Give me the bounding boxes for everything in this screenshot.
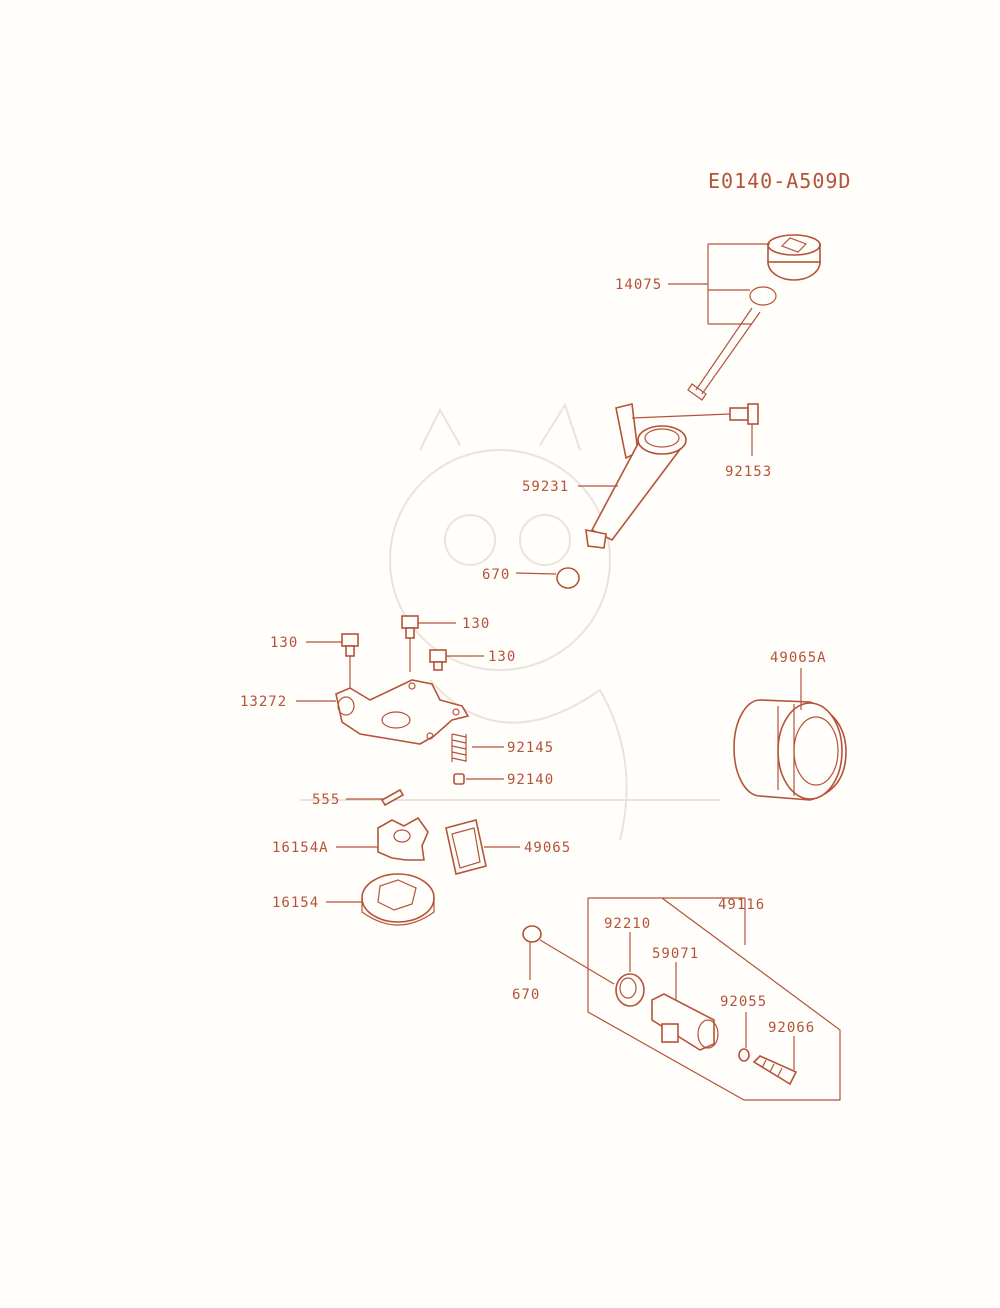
part-o-ring-upper[interactable] bbox=[556, 567, 580, 589]
part-bolt-130-right[interactable] bbox=[429, 649, 447, 671]
label-16154: 16154 bbox=[272, 895, 319, 911]
diagram-code: E0140-A509D bbox=[708, 169, 851, 193]
part-bolt-130-top[interactable] bbox=[401, 615, 419, 639]
label-670-lower: 670 bbox=[512, 987, 540, 1003]
part-spring[interactable] bbox=[451, 733, 467, 762]
label-14075: 14075 bbox=[615, 277, 662, 293]
part-dipstick[interactable] bbox=[687, 234, 821, 401]
label-92145: 92145 bbox=[507, 740, 554, 756]
label-670-upper: 670 bbox=[482, 567, 510, 583]
part-o-ring-lower[interactable] bbox=[522, 925, 542, 943]
part-pin[interactable] bbox=[380, 788, 405, 807]
leader-49116 bbox=[587, 897, 841, 1101]
label-92140: 92140 bbox=[507, 772, 554, 788]
watermark-dragon bbox=[300, 402, 720, 841]
label-92153: 92153 bbox=[725, 464, 772, 480]
label-555: 555 bbox=[312, 792, 340, 808]
part-bolt-130-left[interactable] bbox=[341, 633, 359, 657]
label-59231: 59231 bbox=[522, 479, 569, 495]
label-13272: 13272 bbox=[240, 694, 287, 710]
part-oil-screen[interactable] bbox=[445, 819, 487, 875]
label-49065A: 49065A bbox=[770, 650, 827, 666]
leader-670-lower bbox=[529, 939, 615, 985]
leader-670-upper bbox=[515, 572, 557, 575]
label-92210: 92210 bbox=[604, 916, 651, 932]
label-49065: 49065 bbox=[524, 840, 571, 856]
part-nut[interactable] bbox=[615, 973, 645, 1007]
label-59071: 59071 bbox=[652, 946, 699, 962]
label-49116: 49116 bbox=[718, 897, 765, 913]
part-small-o-ring[interactable] bbox=[738, 1048, 750, 1062]
label-92066: 92066 bbox=[768, 1020, 815, 1036]
label-16154A: 16154A bbox=[272, 840, 329, 856]
part-oil-filter[interactable] bbox=[733, 699, 847, 801]
part-drain-plug[interactable] bbox=[752, 1055, 798, 1086]
leader-92153 bbox=[631, 413, 753, 456]
label-130-right: 130 bbox=[488, 649, 516, 665]
part-fitting[interactable] bbox=[651, 993, 719, 1051]
leader-130-top bbox=[409, 622, 456, 672]
label-130-top: 130 bbox=[462, 616, 490, 632]
part-oil-filler-tube[interactable] bbox=[585, 403, 687, 549]
part-pump-cover-plate[interactable] bbox=[335, 679, 470, 745]
label-92055: 92055 bbox=[720, 994, 767, 1010]
label-130-left: 130 bbox=[270, 635, 298, 651]
part-inner-rotor[interactable] bbox=[377, 816, 429, 861]
part-bolt-92153[interactable] bbox=[729, 403, 759, 425]
part-check-ball[interactable] bbox=[453, 773, 465, 785]
leader-14075 bbox=[668, 243, 770, 325]
part-outer-rotor[interactable] bbox=[361, 873, 435, 926]
